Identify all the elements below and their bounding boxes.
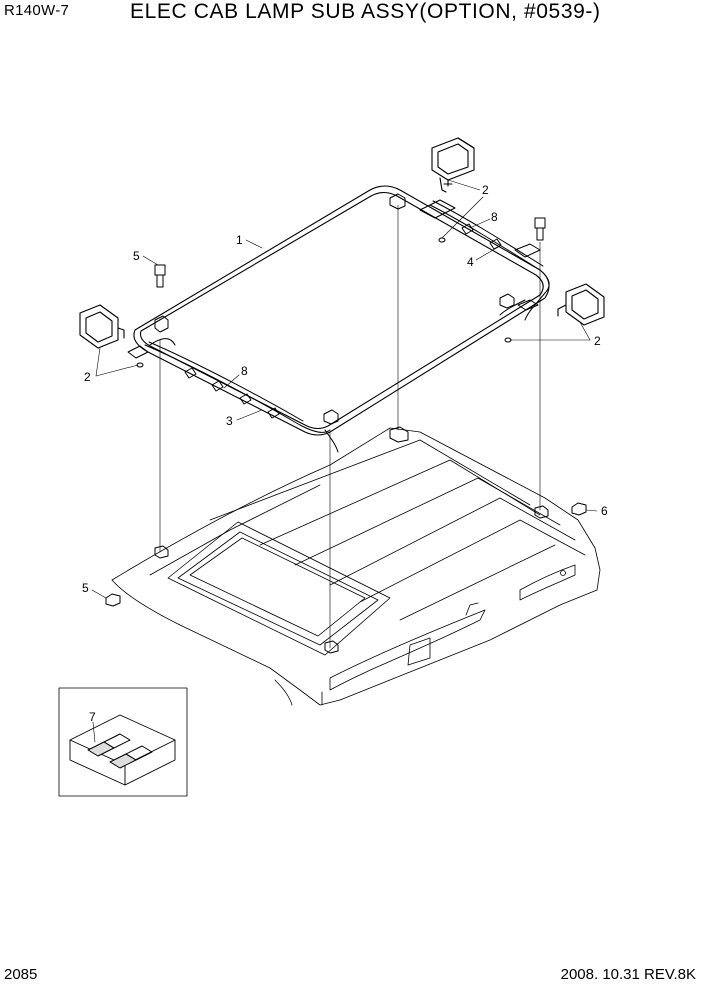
- wire-harness-rear: [429, 200, 550, 321]
- callout-4: 4: [467, 255, 474, 269]
- callout-3: 3: [226, 414, 233, 428]
- bolt-right: [534, 217, 546, 241]
- inset-switch-panel: [58, 687, 188, 797]
- roof-bracket-center-front: [324, 640, 339, 654]
- nut-bottom-left: [105, 593, 121, 607]
- page-title: ELEC CAB LAMP SUB ASSY(OPTION, #0539-): [130, 0, 601, 23]
- callout-1: 1: [236, 233, 243, 247]
- nut-right-part6: [571, 502, 587, 516]
- wire-harness-front: [144, 338, 339, 453]
- bolt-left: [154, 264, 166, 288]
- callout-2-left: 2: [84, 370, 91, 384]
- callout-2-right: 2: [594, 334, 601, 348]
- callout-2-top: 2: [482, 183, 489, 197]
- cab-roof: [111, 427, 601, 706]
- page-number: 2085: [4, 966, 38, 983]
- alignment-lines: [159, 204, 541, 649]
- lamp-frame-tube: [133, 185, 550, 436]
- callout-7: 7: [89, 710, 96, 724]
- work-lamp-rear: [431, 137, 475, 193]
- callout-8-left: 8: [241, 364, 248, 378]
- model-code: R140W-7: [4, 2, 70, 19]
- frame-brackets: [127, 193, 541, 425]
- roof-bracket-rear: [389, 426, 409, 443]
- roof-bracket-left: [154, 545, 169, 559]
- callout-5-bottom: 5: [82, 581, 89, 595]
- revision-date: 2008. 10.31 REV.8K: [560, 966, 696, 983]
- callout-5-top: 5: [133, 249, 140, 263]
- leader-lines: [91, 179, 598, 599]
- callout-6: 6: [601, 504, 608, 518]
- roof-bracket-right: [534, 505, 549, 519]
- work-lamp-left: [79, 304, 125, 349]
- callout-8-top: 8: [491, 210, 498, 224]
- work-lamp-right: [557, 283, 605, 326]
